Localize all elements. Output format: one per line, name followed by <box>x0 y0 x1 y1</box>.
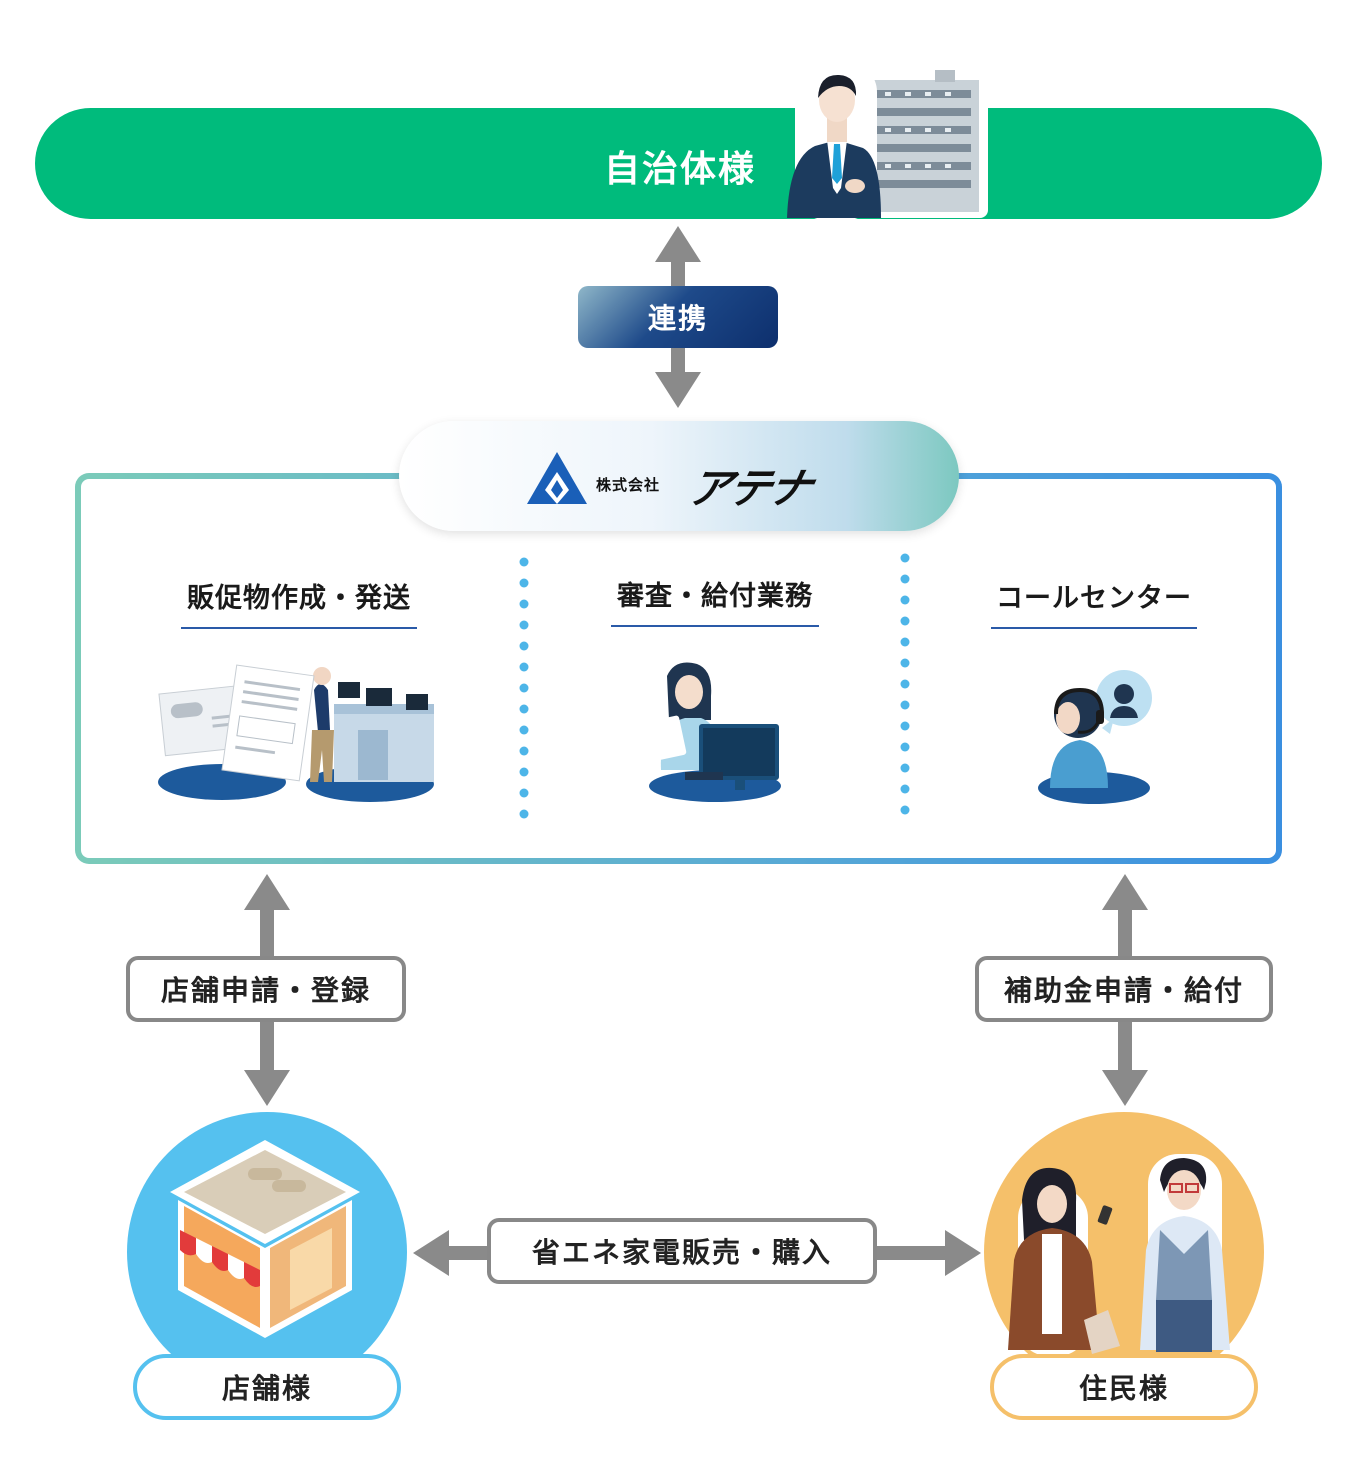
municipality-bar <box>35 108 1322 219</box>
call-center-illustration-icon <box>1038 670 1152 804</box>
divider-dots-left <box>519 557 529 819</box>
government-building-icon <box>787 62 988 220</box>
company-name: アテナ <box>684 464 815 513</box>
printing-illustration-icon <box>158 664 434 802</box>
store-party-label: 店舗様 <box>133 1354 401 1420</box>
company-logo-pill <box>399 421 959 531</box>
store-building-icon <box>170 1140 360 1338</box>
company-prefix: 株式会社 <box>596 476 661 494</box>
section-title-promotion: 販促物作成・発送 <box>181 576 417 629</box>
section-title-review: 審査・給付業務 <box>611 574 819 627</box>
link-label: 連携 <box>578 286 778 348</box>
municipality-label: 自治体様 <box>603 149 756 190</box>
section-title-callcenter: コールセンター <box>991 576 1197 629</box>
resident-party-label: 住民様 <box>990 1354 1258 1420</box>
store-registration-label: 店舗申請・登録 <box>126 956 406 1022</box>
subsidy-application-label: 補助金申請・給付 <box>975 956 1273 1022</box>
desk-worker-illustration-icon <box>649 662 781 802</box>
residents-illustration-icon <box>1008 1154 1230 1356</box>
company-logo-icon <box>527 452 587 504</box>
sales-label: 省エネ家電販売・購入 <box>487 1218 877 1284</box>
divider-dots-right <box>900 553 910 815</box>
